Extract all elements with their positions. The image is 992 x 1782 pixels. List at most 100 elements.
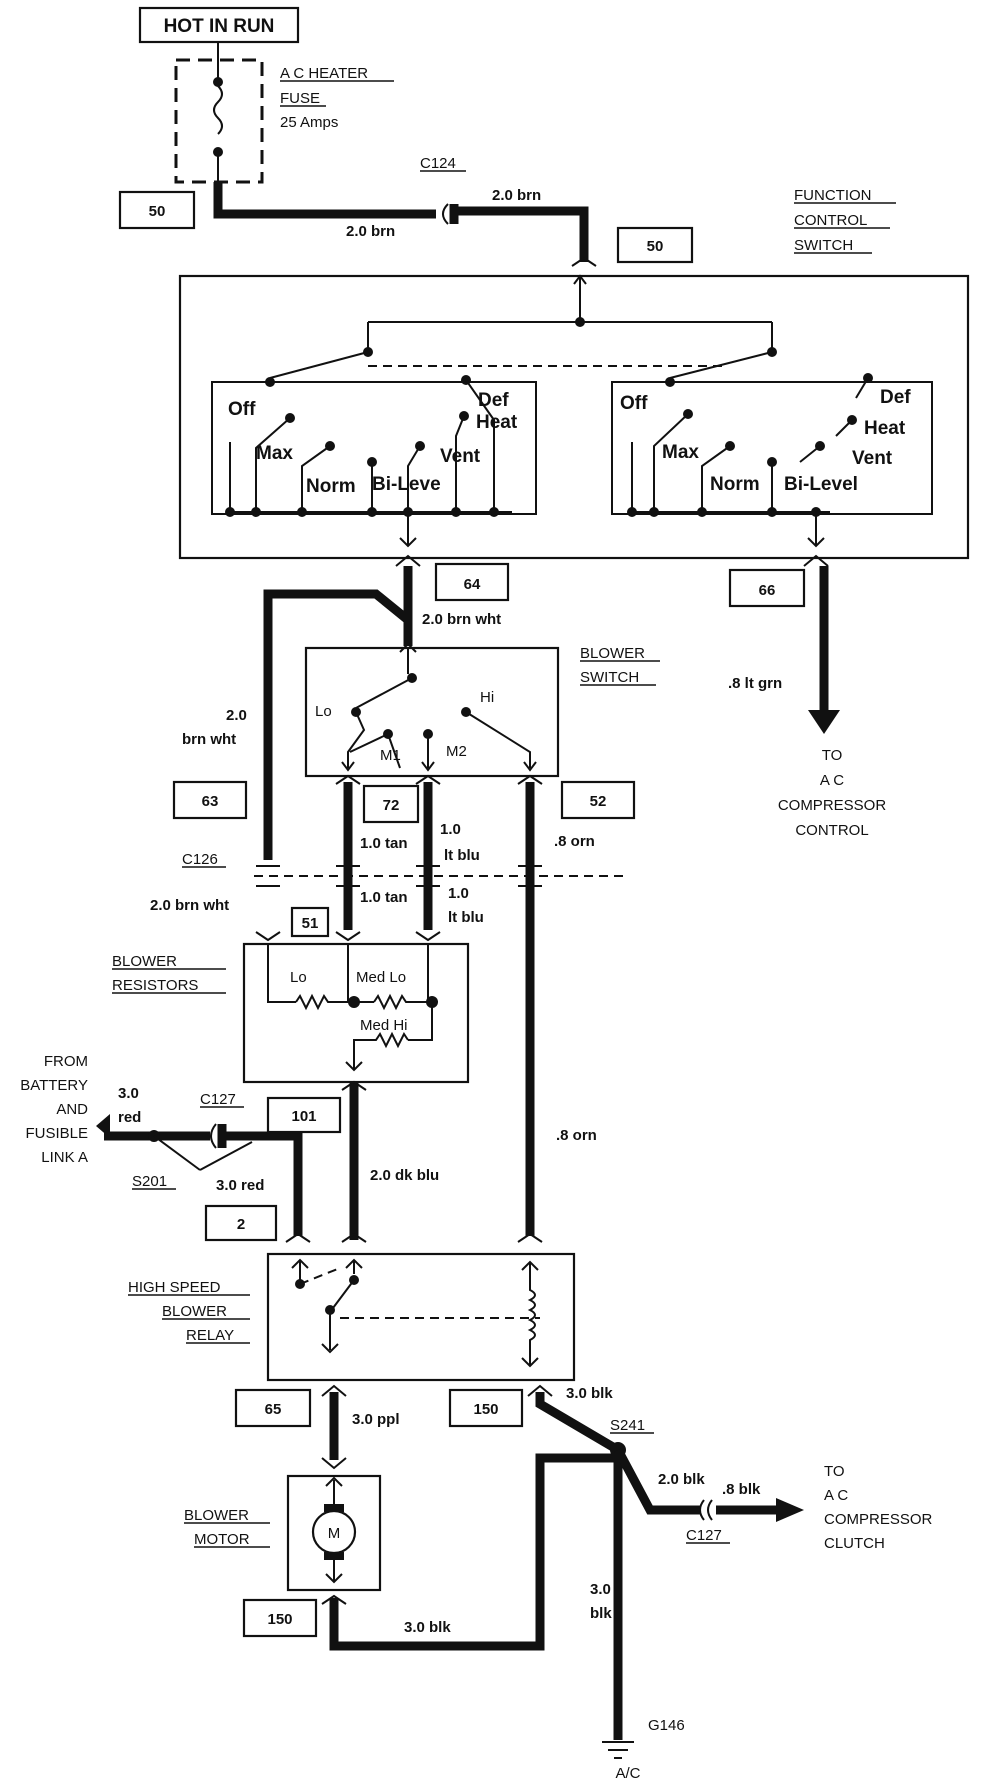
battery-3: AND — [56, 1101, 88, 1118]
circuit-52-box — [560, 780, 636, 820]
wire-label-orn-b: .8 orn — [556, 1127, 597, 1144]
circuit-64: 64 — [464, 576, 481, 593]
wire-label-red-a2: red — [118, 1109, 141, 1126]
connector-c126: C126 — [182, 851, 218, 868]
res-title-2: RESISTORS — [112, 977, 198, 994]
ac-clutch-3: COMPRESSOR — [824, 1511, 933, 1528]
wire-label-ltblu-a2: lt blu — [444, 847, 480, 864]
wire-2-0-brn-wht — [263, 566, 413, 860]
connector-c127-b: C127 — [686, 1527, 722, 1544]
circuit-50-b: 50 — [647, 238, 664, 255]
fs-left-norm: Norm — [306, 476, 356, 497]
wire-label-ltblu-a1: 1.0 — [440, 821, 461, 838]
fs-left-max: Max — [256, 443, 293, 464]
function-deck-right — [611, 373, 933, 517]
wire-label-blk-b: 2.0 blk — [658, 1471, 705, 1488]
circuit-50-box-a — [118, 190, 196, 230]
bs-m1: M1 — [380, 747, 401, 764]
motor-title-2: MOTOR — [194, 1531, 250, 1548]
blower-resistors — [242, 942, 470, 1084]
circuit-65-box — [234, 1388, 312, 1428]
circuit-51: 51 — [302, 915, 319, 932]
fuse-label-2: FUSE — [280, 90, 320, 107]
splice-s201: S201 — [132, 1173, 167, 1190]
fs-left-off: Off — [228, 399, 256, 420]
fuse-label-1: A C HEATER — [280, 65, 368, 82]
battery-5: LINK A — [41, 1149, 88, 1166]
wire-3-0-red-relay — [226, 1131, 303, 1236]
wire-label-blk-e: 3.0 blk — [404, 1619, 451, 1636]
fs-left-def: Def — [478, 390, 509, 411]
wire-label-ltblu-b2: lt blu — [448, 909, 484, 926]
function-deck-left — [211, 375, 537, 517]
fuse-rating: 25 Amps — [280, 114, 338, 131]
wire-label-brn-wht-c: 2.0 brn wht — [150, 897, 229, 914]
relay-title-2: BLOWER — [162, 1303, 227, 1320]
wire-label-dk-blu: 2.0 dk blu — [370, 1167, 439, 1184]
circuit-50-box-b — [616, 226, 694, 264]
res-lo: Lo — [290, 969, 307, 986]
fs-right-norm: Norm — [710, 474, 760, 495]
bs-title-2: SWITCH — [580, 669, 639, 686]
wire-3-0-blk-ground — [535, 1392, 623, 1740]
bs-m2: M2 — [446, 743, 467, 760]
wire-label-red-b: 3.0 red — [216, 1177, 264, 1194]
circuit-52: 52 — [590, 793, 607, 810]
fs-right-bilevel: Bi-Level — [784, 474, 858, 495]
fs-right-off: Off — [620, 393, 648, 414]
circuit-150-box-b — [242, 1598, 318, 1638]
relay-title-1: HIGH SPEED — [128, 1279, 221, 1296]
relay-coil — [527, 1262, 536, 1366]
ac-control-4: CONTROL — [795, 822, 868, 839]
circuit-66: 66 — [759, 582, 776, 599]
ground-symbol — [602, 1741, 634, 1759]
fs-right-vent: Vent — [852, 448, 893, 469]
relay-title-3: RELAY — [186, 1327, 234, 1344]
wire-label-blk-d1: 3.0 — [590, 1581, 611, 1598]
wire-label-ppl: 3.0 ppl — [352, 1411, 400, 1428]
battery-2: BATTERY — [20, 1077, 88, 1094]
fs-left-vent: Vent — [440, 446, 481, 467]
circuit-63-box — [172, 780, 248, 820]
fs-left-heat: Heat — [476, 412, 518, 433]
motor-m: M — [328, 1525, 341, 1542]
circuit-150-b: 150 — [267, 1611, 292, 1628]
circuit-64-box — [434, 562, 510, 602]
fs-right-heat: Heat — [864, 418, 906, 439]
wire-label-blk-a: 3.0 blk — [566, 1385, 613, 1402]
wire-label-lt-grn: .8 lt grn — [728, 675, 782, 692]
hot-in-run-label: HOT IN RUN — [164, 16, 275, 37]
battery-4: FUSIBLE — [25, 1125, 88, 1142]
wire-label-brn-b: 2.0 brn — [492, 187, 541, 204]
wire-label-red-a1: 3.0 — [118, 1085, 139, 1102]
bs-lo: Lo — [315, 703, 332, 720]
ac-clutch-1: TO — [824, 1463, 845, 1480]
circuit-51-box — [290, 906, 330, 938]
fs-left-bilevel: Bi-Leve — [372, 474, 441, 495]
fs-right-def: Def — [880, 387, 911, 408]
ground-label-1: A/C — [615, 1765, 640, 1782]
fuse-element — [213, 85, 223, 135]
wire-label-brn-wht-a: 2.0 brn wht — [422, 611, 501, 628]
resistor-lo — [295, 993, 354, 1011]
function-title-3: SWITCH — [794, 237, 853, 254]
function-title-2: CONTROL — [794, 212, 867, 229]
ac-clutch-2: A C — [824, 1487, 848, 1504]
wire-3-0-blk-motor — [329, 1453, 618, 1651]
wire-label-ltblu-b1: 1.0 — [448, 885, 469, 902]
circuit-150-box-a — [448, 1388, 524, 1428]
resistor-med-lo — [373, 993, 432, 1011]
wire-2-0-brn-b — [458, 206, 589, 262]
circuit-101-box — [266, 1096, 342, 1134]
function-title-1: FUNCTION — [794, 187, 872, 204]
circuit-50-a: 50 — [149, 203, 166, 220]
wire-label-tan-b: 1.0 tan — [360, 889, 408, 906]
wire-label-blk-c: .8 blk — [722, 1481, 761, 1498]
splice-s241: S241 — [610, 1417, 645, 1434]
res-med-lo: Med Lo — [356, 969, 406, 986]
circuit-2-box — [204, 1204, 278, 1242]
battery-1: FROM — [44, 1053, 88, 1070]
motor-title-1: BLOWER — [184, 1507, 249, 1524]
connector-c127-a: C127 — [200, 1091, 236, 1108]
wire-label-brn-wht-b1: 2.0 — [226, 707, 247, 724]
